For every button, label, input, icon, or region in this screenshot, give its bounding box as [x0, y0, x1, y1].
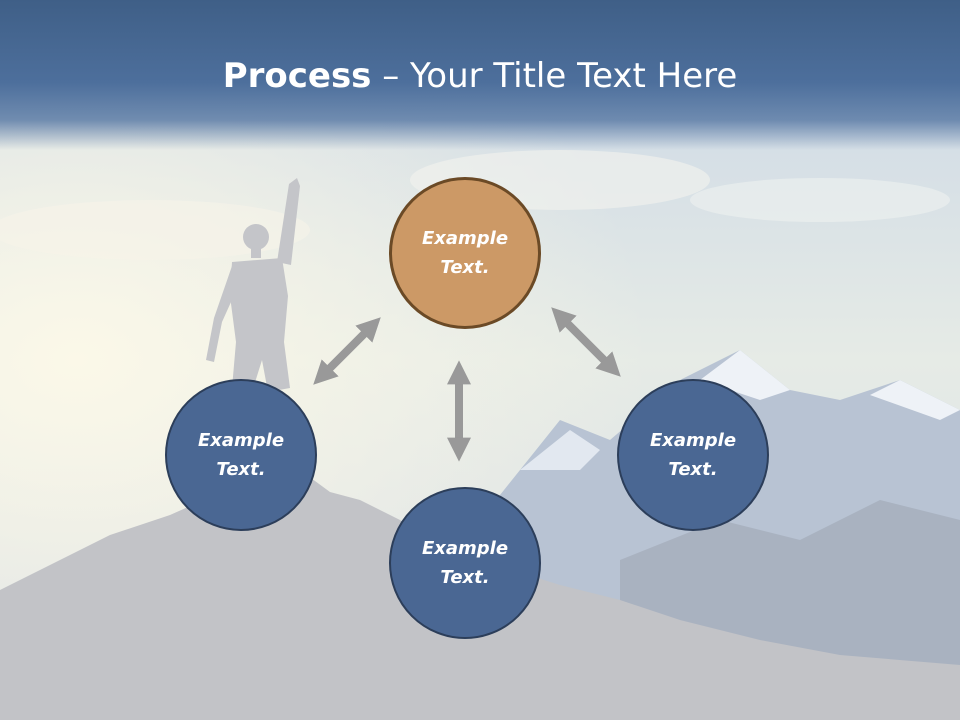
header-band: [0, 0, 960, 150]
process-node-right-label: Example Text.: [649, 430, 737, 480]
process-node-right[interactable]: Example Text.: [617, 379, 769, 531]
arrow-top-to-right: [551, 307, 621, 377]
process-node-top[interactable]: Example Text.: [389, 177, 541, 329]
title-bold: Process: [222, 56, 372, 96]
process-node-left[interactable]: Example Text.: [165, 379, 317, 531]
person-silhouette: [206, 178, 300, 392]
slide-title: Process – Your Title Text Here: [0, 54, 960, 98]
process-node-top-label: Example Text.: [421, 228, 509, 278]
arrow-left-to-top: [313, 317, 381, 385]
title-rest: – Your Title Text Here: [371, 56, 738, 96]
process-node-bottom[interactable]: Example Text.: [389, 487, 541, 639]
process-node-bottom-label: Example Text.: [421, 538, 509, 588]
process-node-left-label: Example Text.: [197, 430, 285, 480]
